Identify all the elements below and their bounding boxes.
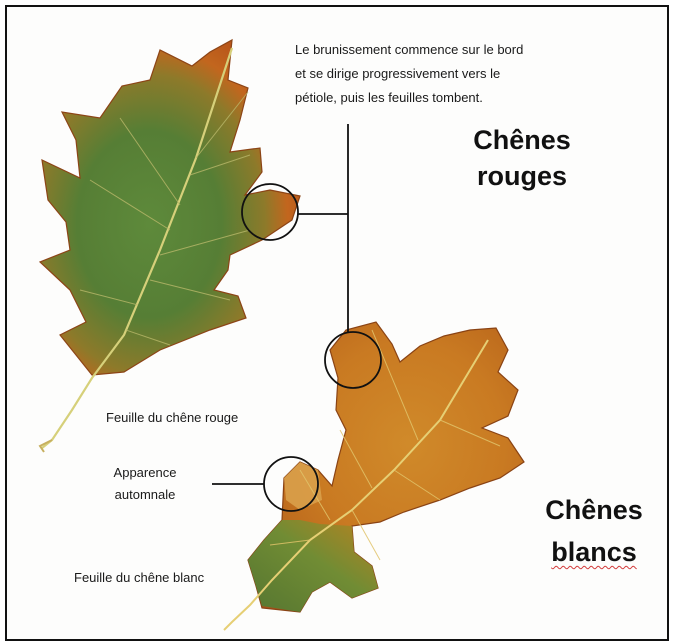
autumn-caption-line2: automnale <box>100 484 190 506</box>
white-oaks-title-line2: blancs <box>528 534 660 570</box>
red-leaf-caption: Feuille du chêne rouge <box>106 410 238 425</box>
red-oaks-title-line1: Chênes <box>452 122 592 158</box>
red-oak-leaf <box>40 40 300 452</box>
autumn-caption-line1: Apparence <box>100 462 190 484</box>
autumn-appearance-caption: Apparence automnale <box>100 462 190 506</box>
white-oaks-title: Chênes blancs <box>528 492 660 570</box>
red-oaks-title-line2: rouges <box>452 158 592 194</box>
browning-annotation: Le brunissement commence sur le bord et … <box>295 38 585 110</box>
white-oak-leaf <box>224 322 524 630</box>
white-leaf-caption: Feuille du chêne blanc <box>74 570 204 585</box>
annotation-line-2: et se dirige progressivement vers le <box>295 62 585 86</box>
annotation-line-3: pétiole, puis les feuilles tombent. <box>295 86 585 110</box>
white-oaks-title-line2-text: blancs <box>551 537 637 567</box>
white-oaks-title-line1: Chênes <box>528 492 660 528</box>
red-oaks-title: Chênes rouges <box>452 122 592 194</box>
annotation-line-1: Le brunissement commence sur le bord <box>295 38 585 62</box>
